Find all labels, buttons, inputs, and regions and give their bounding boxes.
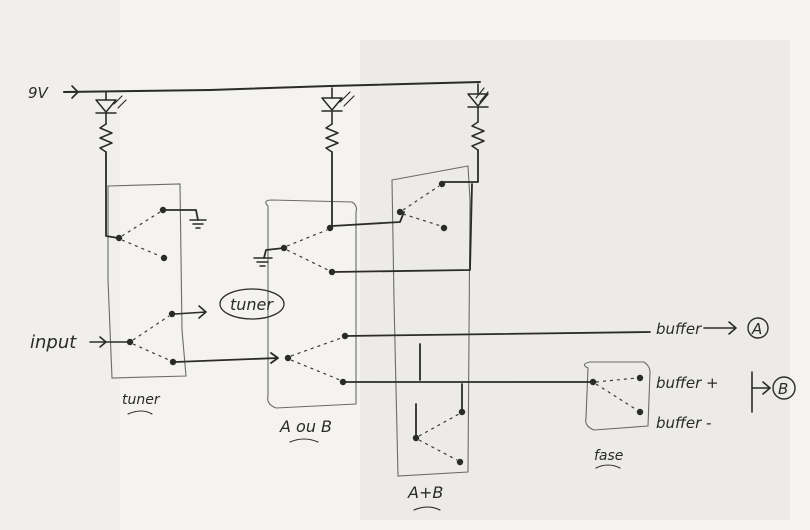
output-a-circle (747, 317, 769, 339)
aoub-to-apb-top (331, 183, 473, 273)
output-a-label: A (751, 320, 762, 338)
apb-switch (396, 180, 466, 466)
ground-icon (253, 257, 273, 267)
input-label: input (30, 332, 77, 353)
supply-rail (63, 81, 481, 99)
ground-icon (189, 219, 207, 229)
aoub-box-label: A ou B (279, 417, 332, 436)
buffer-minus-label: buffer - (656, 414, 711, 432)
buffer-plus-label: buffer + (656, 374, 719, 392)
tuner-switch-box (107, 183, 187, 379)
output-b-circle (772, 376, 796, 400)
output-b-label: B (778, 380, 788, 398)
input-line (89, 336, 129, 348)
arrow-icon (174, 305, 207, 319)
resistor-icon (325, 123, 339, 153)
apb-box-label: A+B (407, 483, 443, 502)
supply-label: 9V (28, 84, 50, 102)
tuner-switch (115, 206, 207, 366)
aoub-switch-box (265, 199, 358, 409)
fase-switch (589, 374, 644, 416)
tuner-output-label: tuner (230, 295, 274, 314)
buffer-a-label: buffer (656, 320, 702, 338)
aoub-switch (253, 224, 349, 386)
resistor-icon (471, 121, 485, 151)
fase-box-label: fase (594, 448, 623, 464)
tuner-output-circle (219, 288, 285, 320)
branch-2 (321, 87, 355, 227)
resistor-icon (99, 123, 113, 153)
tuner-box-label: tuner (122, 392, 161, 408)
output-b-bracket (751, 371, 771, 413)
branch-3 (443, 83, 489, 183)
output-a-line (344, 321, 737, 337)
apb-switch-box (391, 165, 471, 477)
fase-switch-box (583, 361, 651, 431)
branch-1 (95, 91, 127, 239)
tuner-to-aoub-wire (174, 352, 279, 364)
